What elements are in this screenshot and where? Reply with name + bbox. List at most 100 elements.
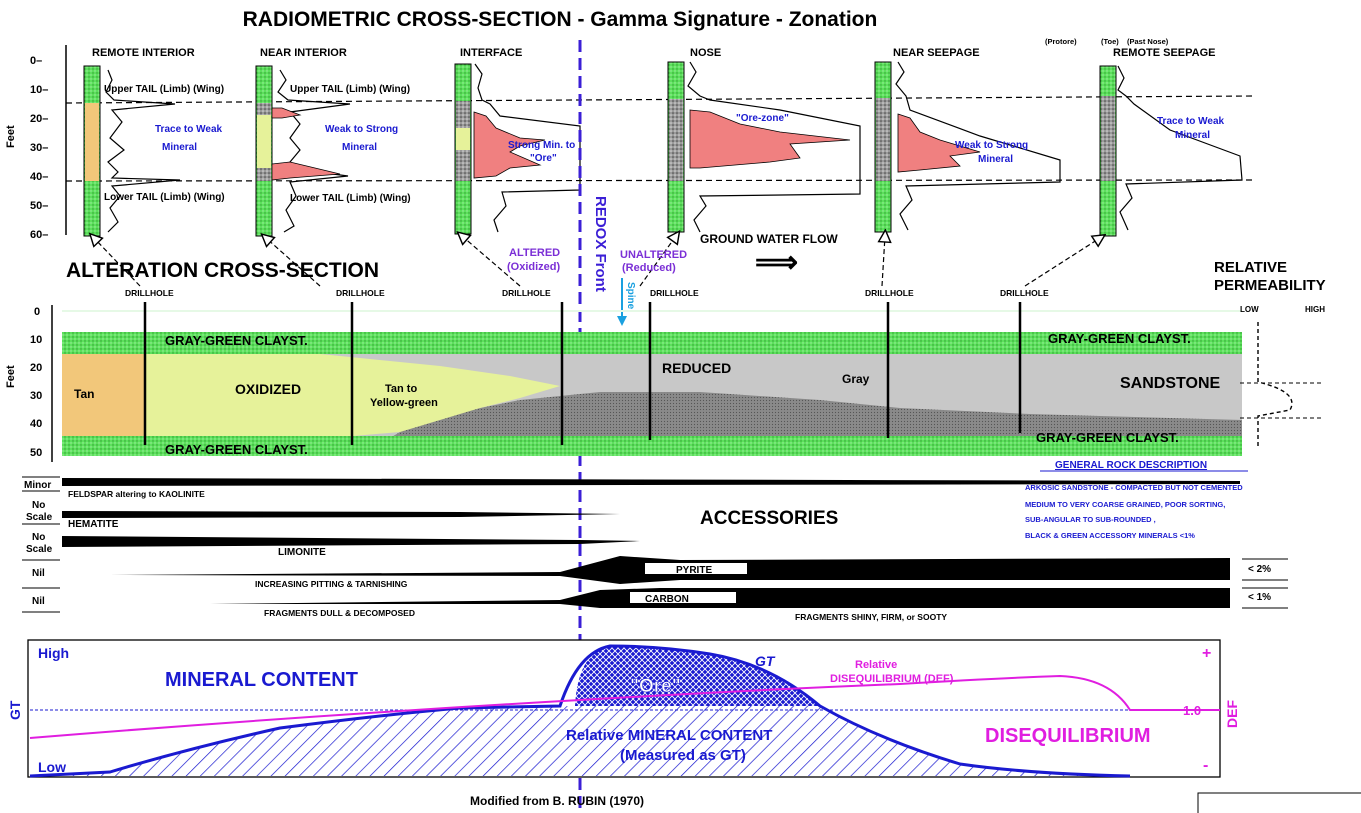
scale-scale: Scale bbox=[26, 512, 53, 523]
drillhole-near-interior bbox=[255, 65, 273, 237]
gt-curve bbox=[29, 644, 1131, 778]
pitting-label: INCREASING PITTING & TARNISHING bbox=[255, 579, 408, 589]
tan-zone bbox=[62, 352, 144, 438]
fragments-shiny-label: FRAGMENTS SHINY, FIRM, or SOOTY bbox=[795, 612, 947, 622]
credit-label: Modified from B. RUBIN (1970) bbox=[470, 794, 644, 808]
gamma-tick: 40– bbox=[30, 171, 48, 183]
drillhole-connectors bbox=[94, 236, 1100, 287]
def-axis-label: DEF bbox=[1224, 700, 1240, 728]
zone-remote-seepage: REMOTE SEEPAGE bbox=[1113, 47, 1215, 59]
disequilibrium-label: DISEQUILIBRIUM bbox=[985, 725, 1151, 747]
reduced-label: (Reduced) bbox=[622, 262, 676, 274]
scale-minor: Minor bbox=[24, 480, 51, 491]
gt-axis-label: GT bbox=[7, 700, 23, 720]
alteration-tick: 50 bbox=[30, 447, 42, 459]
drillhole-labels: DRILLHOLE DRILLHOLE DRILLHOLE DRILLHOLE … bbox=[125, 288, 1049, 298]
gt-low-label: Low bbox=[38, 759, 66, 775]
ore-zone-label: "Ore-zone" bbox=[736, 113, 789, 124]
rock-description-heading: GENERAL ROCK DESCRIPTION bbox=[1055, 460, 1207, 471]
note-toe: (Toe) bbox=[1101, 37, 1119, 46]
permeability-curve bbox=[1257, 322, 1293, 446]
corner-frame bbox=[1197, 792, 1361, 813]
mineral-content-label: MINERAL CONTENT bbox=[165, 669, 358, 691]
mineral-label: Mineral bbox=[162, 142, 197, 153]
weak-strong-label: Weak to Strong bbox=[325, 124, 398, 135]
drillhole-label: DRILLHOLE bbox=[1000, 288, 1049, 298]
alteration-title: ALTERATION CROSS-SECTION bbox=[66, 259, 379, 282]
drillhole-label: DRILLHOLE bbox=[650, 288, 699, 298]
def-minus-label: - bbox=[1203, 757, 1208, 774]
oxidized-zone bbox=[62, 352, 560, 438]
fragments-dull-label: FRAGMENTS DULL & DECOMPOSED bbox=[264, 608, 415, 618]
drillhole-label: DRILLHOLE bbox=[336, 288, 385, 298]
lower-tail-label: Lower TAIL (Limb) (Wing) bbox=[290, 193, 411, 204]
accessory-scale-column: Minor No Scale No Scale Nil Nil bbox=[22, 476, 60, 613]
tan-to-label: Tan to bbox=[385, 383, 417, 395]
spine-label: Spine bbox=[625, 282, 636, 310]
upper-tail-label: Upper TAIL (Limb) (Wing) bbox=[104, 84, 224, 95]
alteration-feet-label: Feet bbox=[5, 365, 17, 388]
diseq-def-label: DISEQUILIBRIUM (DEF) bbox=[830, 673, 954, 685]
drillhole-label: DRILLHOLE bbox=[865, 288, 914, 298]
rock-description-line: MEDIUM TO VERY COARSE GRAINED, POOR SORT… bbox=[1025, 500, 1225, 509]
drillhole-interface bbox=[454, 63, 472, 235]
drillhole-label: DRILLHOLE bbox=[502, 288, 551, 298]
oxidized-zone-label: OXIDIZED bbox=[235, 381, 301, 397]
alteration-tick: 30 bbox=[30, 390, 42, 402]
relative-mineral-label: Relative MINERAL CONTENT bbox=[566, 727, 772, 744]
rock-description-line: SUB-ANGULAR TO SUB-ROUNDED , bbox=[1025, 515, 1156, 524]
gamma-feet-label: Feet bbox=[5, 125, 17, 148]
drillhole-remote-interior bbox=[83, 65, 101, 237]
gamma-annotations: Upper TAIL (Limb) (Wing) Upper TAIL (Lim… bbox=[104, 84, 1225, 204]
zone-near-interior: NEAR INTERIOR bbox=[260, 47, 347, 59]
gamma-tick: 50– bbox=[30, 200, 48, 212]
rock-description-line: ARKOSIC SANDSTONE - COMPACTED BUT NOT CE… bbox=[1025, 483, 1243, 492]
bottom-claystone-label: GRAY-GREEN CLAYST. bbox=[1036, 430, 1179, 445]
accessory-percent-brackets bbox=[1242, 558, 1288, 609]
rock-description-lines: ARKOSIC SANDSTONE - COMPACTED BUT NOT CE… bbox=[1025, 483, 1243, 540]
trace-weak-label: Trace to Weak bbox=[155, 124, 223, 135]
pyrite-label-box bbox=[645, 563, 747, 574]
pyrite-label: PYRITE bbox=[676, 565, 712, 576]
def-curve bbox=[29, 674, 1220, 739]
weak-strong-label: Weak to Strong bbox=[955, 140, 1028, 151]
limonite-label: LIMONITE bbox=[278, 547, 326, 558]
top-claystone-label: GRAY-GREEN CLAYST. bbox=[1048, 331, 1191, 346]
alteration-tick: 0 bbox=[34, 306, 40, 318]
relative-label: Relative bbox=[855, 659, 897, 671]
sandstone-label: SANDSTONE bbox=[1120, 375, 1220, 392]
flow-arrow-icon: ⟹ bbox=[755, 246, 798, 279]
unaltered-label: UNALTERED bbox=[620, 249, 687, 261]
carbon-percent: < 1% bbox=[1248, 592, 1271, 603]
drillhole-remote-seepage bbox=[1099, 65, 1117, 237]
drillhole-label: DRILLHOLE bbox=[125, 288, 174, 298]
redox-front-label: REDOX Front bbox=[592, 196, 609, 292]
trace-weak-label: Trace to Weak bbox=[1157, 116, 1225, 127]
hematite-label: HEMATITE bbox=[68, 519, 119, 530]
page-title: RADIOMETRIC CROSS-SECTION - Gamma Signat… bbox=[243, 8, 878, 31]
mineral-labels: High Low GT MINERAL CONTENT "Ore" GT Rel… bbox=[7, 645, 1240, 775]
rock-description-line: BLACK & GREEN ACCESSORY MINERALS <1% bbox=[1025, 531, 1195, 540]
upper-horizon-line bbox=[65, 95, 1256, 104]
scale-nil: Nil bbox=[32, 596, 45, 607]
gamma-tick: 60– bbox=[30, 229, 48, 241]
scale-no: No bbox=[32, 532, 45, 543]
accessory-bars bbox=[62, 478, 1240, 608]
mineral-label: Mineral bbox=[978, 154, 1013, 165]
relative-permeability-title: PERMEABILITY bbox=[1214, 277, 1326, 294]
note-protore: (Protore) bbox=[1045, 37, 1077, 46]
drillhole-near-seepage bbox=[874, 61, 892, 233]
feldspar-label: FELDSPAR altering to KAOLINITE bbox=[68, 489, 205, 499]
drillhole-nose bbox=[667, 61, 685, 233]
gamma-tick: 0– bbox=[30, 55, 42, 67]
carbon-label-box bbox=[630, 592, 736, 603]
pyrite-percent: < 2% bbox=[1248, 564, 1271, 575]
strong-min-label: Strong Min. to bbox=[508, 140, 575, 151]
zone-interface: INTERFACE bbox=[460, 47, 522, 59]
lower-horizon-line bbox=[65, 179, 1256, 182]
gamma-log-traces bbox=[105, 61, 1243, 233]
gray-label: Gray bbox=[842, 372, 870, 386]
mineral-label: Mineral bbox=[1175, 130, 1210, 141]
strong-ore-label: "Ore" bbox=[530, 153, 557, 164]
